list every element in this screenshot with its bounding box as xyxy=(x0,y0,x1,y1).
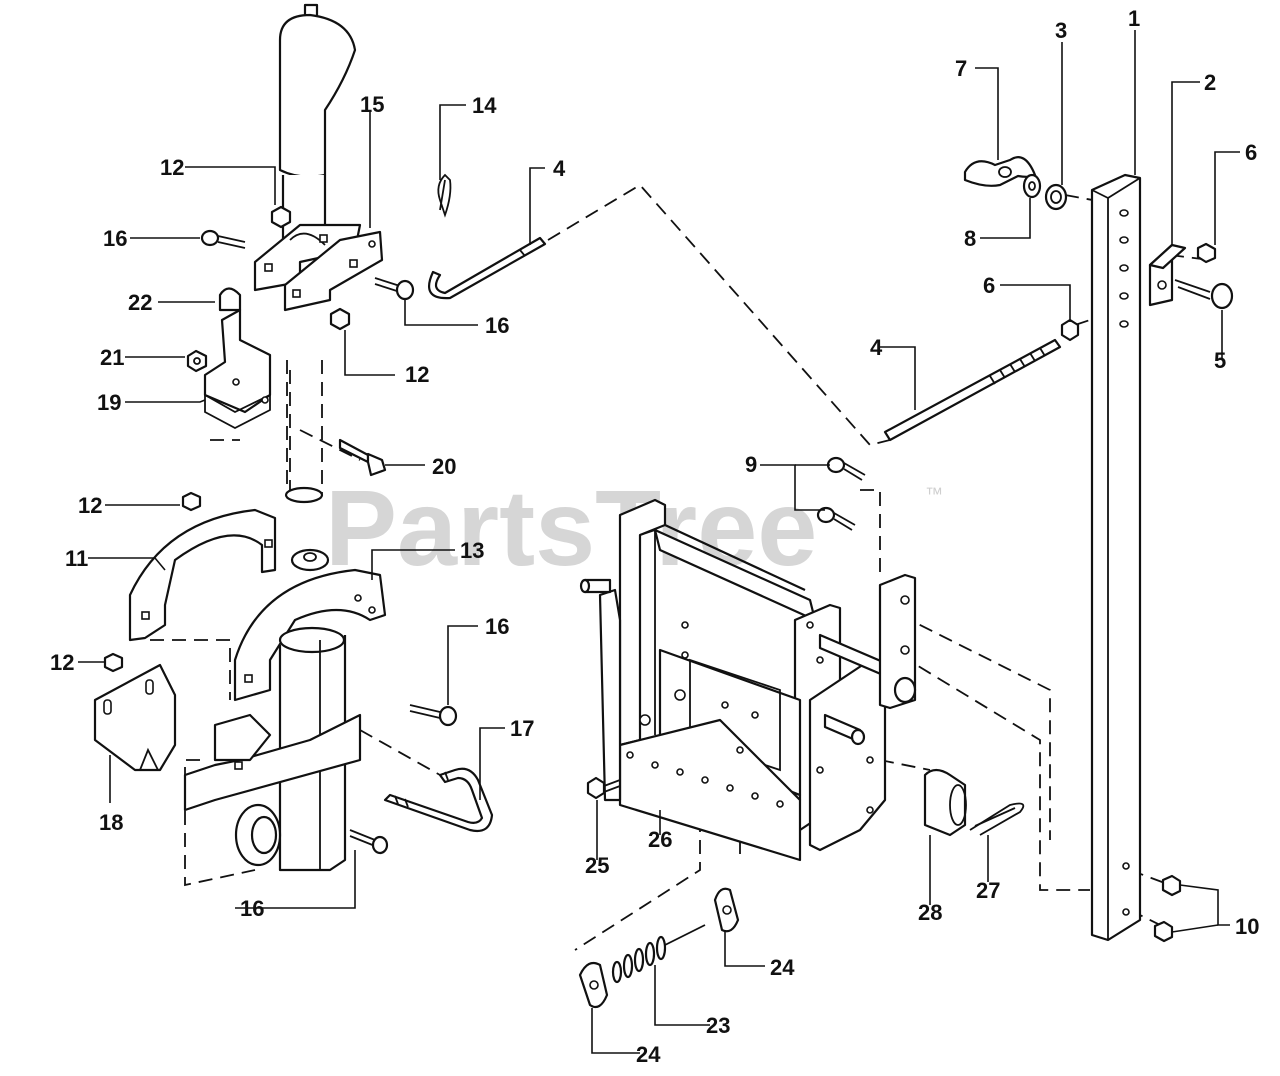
callout-28: 28 xyxy=(918,900,942,925)
part-9-plate xyxy=(878,573,917,710)
part-16-bolt-lower xyxy=(349,829,389,855)
callout-13: 13 xyxy=(460,538,484,563)
part-9-bolts xyxy=(816,456,866,531)
callout-19: 19 xyxy=(97,390,121,415)
part-12-nut-arc xyxy=(181,491,202,512)
part-6-nut-upper xyxy=(1196,242,1217,264)
watermark-trademark: ™ xyxy=(925,484,943,504)
part-21-nut xyxy=(186,349,208,373)
part-2-bracket xyxy=(1148,243,1187,307)
part-24-plate-lower xyxy=(578,961,609,1009)
callout-17: 17 xyxy=(510,716,534,741)
callout-18: 18 xyxy=(99,810,123,835)
callout-15: 15 xyxy=(360,92,384,117)
callout-labels: 1 2 3 4 4 5 6 6 7 8 9 10 11 12 12 12 12 … xyxy=(50,6,1259,1067)
part-5-bolt xyxy=(1174,279,1234,310)
callout-14: 14 xyxy=(472,93,497,118)
callout-12-top: 12 xyxy=(160,155,184,180)
part-3-nut xyxy=(1044,183,1068,211)
part-16-bolt-upper-right xyxy=(374,277,415,301)
callout-7: 7 xyxy=(955,56,967,81)
part-14-hairpin-clip xyxy=(437,173,452,218)
callout-16-upper-left: 16 xyxy=(103,226,127,251)
callout-4-right: 4 xyxy=(870,335,883,360)
part-19-bracket xyxy=(203,308,272,430)
part-11-arc-bracket xyxy=(128,508,277,642)
shift-gate-plate xyxy=(183,713,362,867)
callout-23: 23 xyxy=(706,1013,730,1038)
part-25-bolt xyxy=(586,776,621,800)
callout-1: 1 xyxy=(1128,6,1140,31)
part-12-nut-top xyxy=(270,205,292,229)
callout-2: 2 xyxy=(1204,70,1216,95)
part-27-hairpin-clip xyxy=(969,802,1025,836)
part-28-bushing xyxy=(923,768,967,837)
callout-11: 11 xyxy=(65,546,88,571)
callout-24-upper: 24 xyxy=(770,955,795,980)
part-24-plate-upper xyxy=(713,887,740,933)
callout-16-upper-right: 16 xyxy=(485,313,509,338)
callout-4-left: 4 xyxy=(553,156,566,181)
part-12-nut-plate xyxy=(103,652,124,673)
part-1-vertical-bar xyxy=(1090,173,1142,942)
part-23-spring xyxy=(611,924,706,984)
callout-21: 21 xyxy=(100,345,124,370)
callout-24-lower: 24 xyxy=(636,1042,661,1067)
part-15-clamp xyxy=(253,223,384,312)
callout-8: 8 xyxy=(964,226,976,251)
part-26-frame xyxy=(579,498,887,862)
part-22-cap xyxy=(218,287,242,312)
part-12-nut-mid xyxy=(329,307,351,331)
callout-25: 25 xyxy=(585,853,609,878)
callout-12-plate: 12 xyxy=(50,650,74,675)
callout-12-arc: 12 xyxy=(78,493,102,518)
part-8-washer xyxy=(1022,173,1042,199)
callout-12-mid: 12 xyxy=(405,362,429,387)
callout-27: 27 xyxy=(976,878,1000,903)
callout-20: 20 xyxy=(432,454,456,479)
part-18-plate xyxy=(93,663,177,772)
callout-26: 26 xyxy=(648,827,672,852)
part-20-bolt xyxy=(338,438,387,477)
part-16-bolt-right xyxy=(409,704,458,727)
part-6-nut-lower xyxy=(1060,318,1080,342)
callout-22: 22 xyxy=(128,290,152,315)
callout-6-upper: 6 xyxy=(1245,140,1257,165)
callout-5: 5 xyxy=(1214,348,1226,373)
part-10-nuts xyxy=(1153,874,1182,943)
part-4-shift-rod xyxy=(428,236,547,300)
callout-9: 9 xyxy=(745,452,757,477)
part-17-u-bolt xyxy=(383,767,494,833)
callout-3: 3 xyxy=(1055,18,1067,43)
part-13-arc-bracket xyxy=(233,568,387,702)
part-4-threaded-rod xyxy=(883,338,1062,442)
leader-lines xyxy=(78,30,1240,1054)
callout-10: 10 xyxy=(1235,914,1259,939)
part-16-bolt-upper-left xyxy=(200,229,246,249)
shift-handle-grip xyxy=(278,3,357,178)
callout-16-lower: 16 xyxy=(240,896,264,921)
callout-6-lower: 6 xyxy=(983,273,995,298)
callout-16-right: 16 xyxy=(485,614,509,639)
